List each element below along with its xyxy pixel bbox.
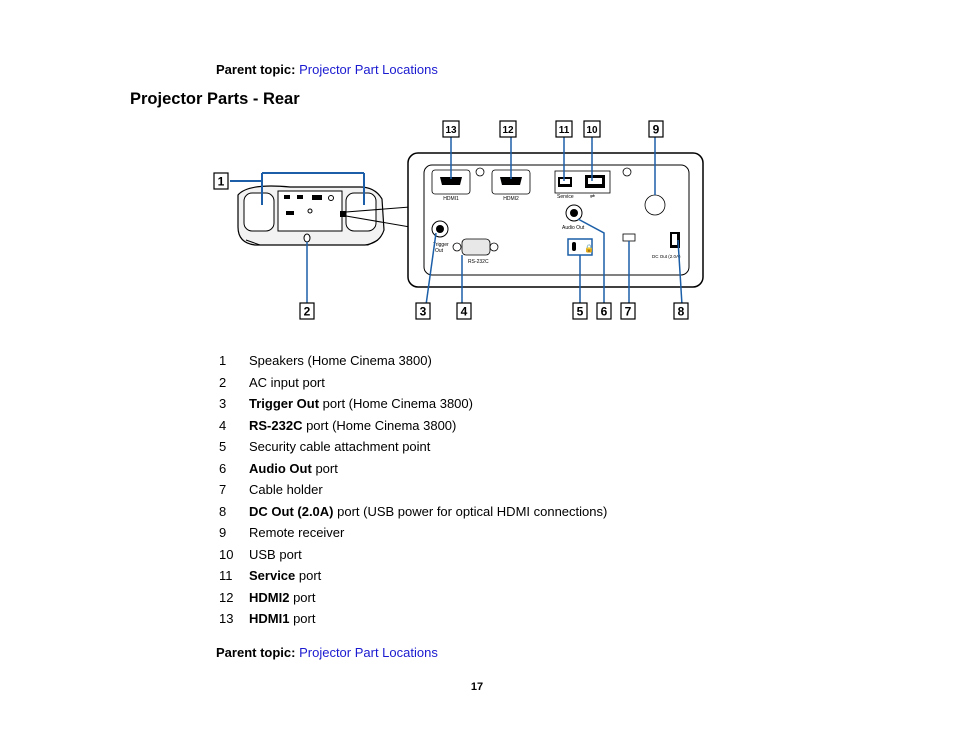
callout-lines <box>425 137 683 306</box>
callout-2: 2 <box>304 305 311 319</box>
callout-5: 5 <box>577 305 584 319</box>
trigger-out-label-1: Trigger <box>433 242 449 248</box>
lock-icon: 🔒 <box>584 244 594 253</box>
zoom-lines <box>345 206 411 228</box>
callout-3: 3 <box>420 305 427 319</box>
projector-rear-diagram: HDMI1 HDMI2 Service ⇌ Trigger Out RS-232… <box>213 120 704 320</box>
page-number: 17 <box>470 681 484 693</box>
audio-out-port: Audio Out <box>562 204 585 231</box>
projector-rear-illustration <box>237 185 385 246</box>
cable-holder <box>622 233 636 242</box>
callout-12: 12 <box>502 125 514 136</box>
callout-1: 1 <box>218 175 225 189</box>
parent-topic-bottom: Parent topic: Projector Part Locations <box>216 645 438 660</box>
parent-topic-label: Parent topic: <box>216 645 296 660</box>
callout-4: 4 <box>461 305 468 319</box>
parent-topic-label: Parent topic: <box>216 62 296 77</box>
callout-10: 10 <box>586 125 598 136</box>
dc-out-port: DC Out (2.0A) <box>652 232 681 259</box>
page-heading: Projector Parts - Rear <box>130 90 300 108</box>
callout-markers: 1 2 3 4 5 6 7 8 9 10 11 12 13 <box>213 120 689 320</box>
security-slot: 🔒 <box>567 238 594 256</box>
service-usb-ports: Service ⇌ <box>554 170 611 200</box>
parent-topic-top: Parent topic: Projector Part Locations <box>216 62 438 77</box>
callout-9: 9 <box>653 123 660 137</box>
service-port-label: Service <box>557 194 574 200</box>
callout-11: 11 <box>559 125 570 136</box>
callout-13: 13 <box>445 125 457 136</box>
hdmi2-port-label: HDMI2 <box>503 196 519 202</box>
remote-receiver <box>644 194 666 216</box>
callout-7: 7 <box>625 305 632 319</box>
rs232c-label: RS-232C <box>468 259 489 265</box>
trigger-out-label-2: Out <box>435 248 444 254</box>
usb-icon: ⇌ <box>590 193 595 200</box>
callout-1-line <box>230 172 365 205</box>
rs232c-port: RS-232C <box>452 238 499 265</box>
parent-topic-link[interactable]: Projector Part Locations <box>299 645 438 660</box>
dc-out-label: DC Out (2.0A) <box>652 254 681 259</box>
callout-8: 8 <box>678 305 685 319</box>
audio-out-label: Audio Out <box>562 225 585 231</box>
hdmi1-port-label: HDMI1 <box>443 196 459 202</box>
parent-topic-link[interactable]: Projector Part Locations <box>299 62 438 77</box>
hdmi2-port: HDMI2 <box>491 169 531 202</box>
callout-6: 6 <box>601 305 608 319</box>
